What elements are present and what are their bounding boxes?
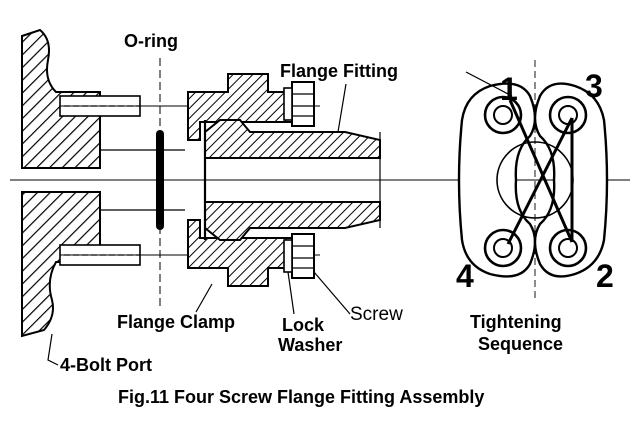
bolt-port-leader <box>47 333 59 366</box>
o-ring <box>156 58 164 310</box>
tightening-label-line1: Tightening <box>470 312 562 332</box>
flange-clamp-label: Flange Clamp <box>117 312 235 332</box>
tightening-sequence-lines <box>465 71 574 245</box>
screw-leader <box>313 271 351 315</box>
sequence-number-1: 1 <box>500 71 518 107</box>
o-ring-label: O-ring <box>124 31 178 51</box>
flange-fitting-label: Flange Fitting <box>280 61 398 81</box>
sequence-number-3: 3 <box>585 68 603 104</box>
lock-washer-label-line2: Washer <box>278 335 342 355</box>
screw-label: Screw <box>350 304 403 325</box>
screw-lower <box>283 233 315 279</box>
lock-washer-leader <box>287 271 295 315</box>
figure-caption: Fig.11 Four Screw Flange Fitting Assembl… <box>118 387 484 407</box>
bolt-port-label: 4-Bolt Port <box>60 355 152 375</box>
sequence-number-4: 4 <box>456 258 474 294</box>
lock-washer-label-line1: Lock <box>282 315 325 335</box>
screw-upper <box>283 81 315 127</box>
flange-fitting-leader <box>337 83 347 133</box>
flange-fitting <box>203 119 381 241</box>
tightening-label-line2: Sequence <box>478 334 563 354</box>
sequence-number-2: 2 <box>596 258 614 294</box>
flange-clamp-leader <box>195 283 213 313</box>
